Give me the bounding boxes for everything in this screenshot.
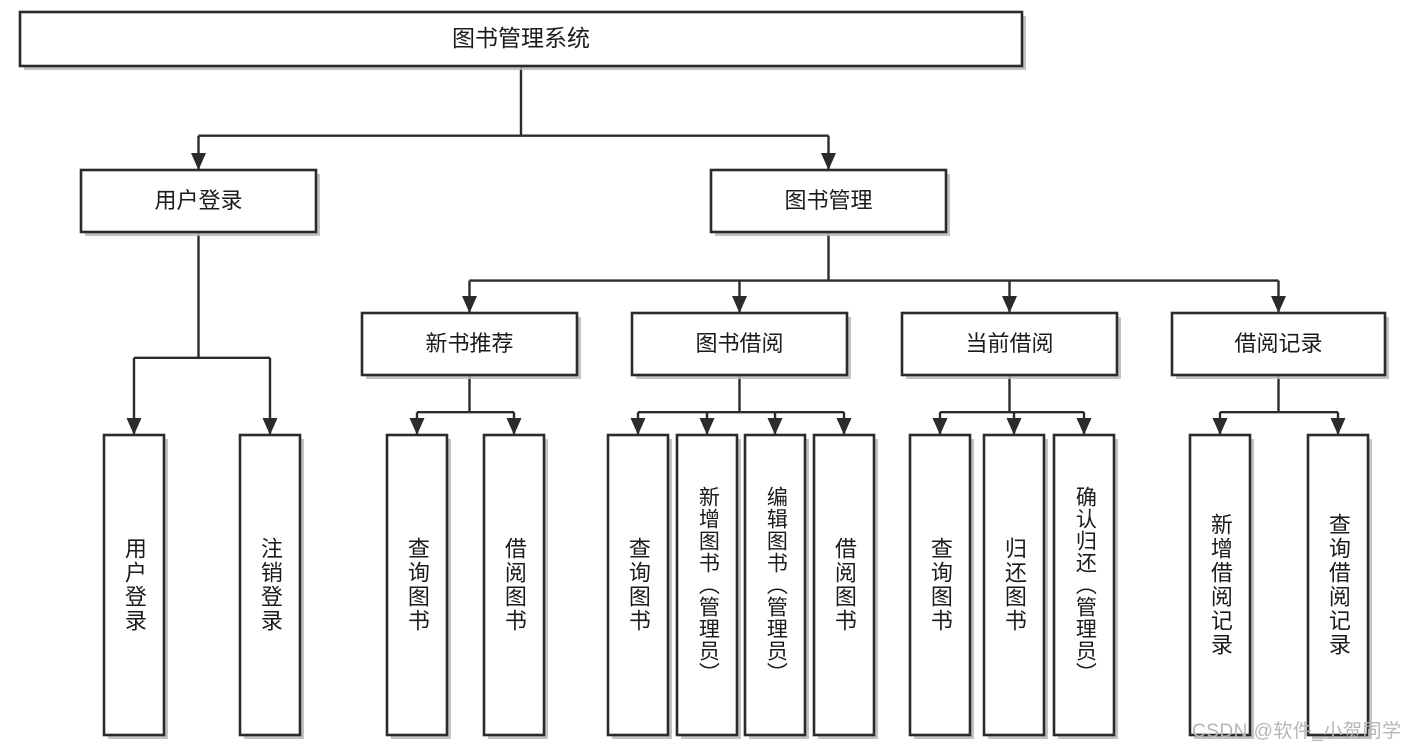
edge-group-borrow-record — [1212, 375, 1346, 435]
node-box-leaf-confirm-return[interactable] — [1052, 433, 1116, 737]
connector-arrow-icon — [630, 418, 646, 435]
connector-arrow-icon — [1212, 418, 1228, 435]
edge-group-current-borrow — [932, 375, 1092, 435]
node-box-user-login[interactable] — [79, 168, 318, 234]
connector-arrow-icon — [462, 296, 477, 313]
connector-arrow-icon — [1002, 296, 1017, 313]
connector-arrow-icon — [767, 418, 783, 435]
connector-arrow-icon — [409, 418, 425, 435]
node-box-leaf-add-record[interactable] — [1188, 433, 1252, 737]
connector-arrow-icon — [191, 153, 206, 170]
connector-arrow-icon — [732, 296, 747, 313]
node-box-borrow-record[interactable] — [1170, 311, 1387, 377]
edge-group-book-borrow — [630, 375, 852, 435]
node-label-user-login: 用户登录 — [154, 188, 242, 213]
connectors-layer — [126, 66, 1346, 435]
node-box-leaf-edit-book[interactable] — [743, 433, 807, 737]
edge-group-new-book-rec — [409, 375, 522, 435]
connector-arrow-icon — [1271, 296, 1286, 313]
connector-arrow-icon — [506, 418, 522, 435]
node-box-root[interactable] — [18, 10, 1024, 68]
connector-arrow-icon — [126, 418, 142, 435]
node-box-current-borrow[interactable] — [900, 311, 1119, 377]
node-box-leaf-query-book-2[interactable] — [606, 433, 670, 737]
node-label-current-borrow: 当前借阅 — [965, 331, 1053, 356]
connector-arrow-icon — [1076, 418, 1092, 435]
node-box-leaf-add-book[interactable] — [675, 433, 739, 737]
node-label-new-book-rec: 新书推荐 — [425, 331, 513, 356]
node-box-new-book-rec[interactable] — [360, 311, 579, 377]
node-box-leaf-query-record[interactable] — [1306, 433, 1370, 737]
edge-group-root — [191, 66, 836, 170]
connector-arrow-icon — [836, 418, 852, 435]
node-box-leaf-query-book-3[interactable] — [908, 433, 972, 737]
node-label-book-borrow: 图书借阅 — [695, 331, 783, 356]
edge-group-user-login — [126, 232, 278, 435]
connector-arrow-icon — [262, 418, 278, 435]
node-label-book-manage: 图书管理 — [784, 188, 872, 213]
connector-arrow-icon — [932, 418, 948, 435]
connector-arrow-icon — [821, 153, 836, 170]
node-box-book-borrow[interactable] — [630, 311, 849, 377]
connector-arrow-icon — [1006, 418, 1022, 435]
node-box-leaf-return-book[interactable] — [982, 433, 1046, 737]
csdn-watermark: CSDN @软件_小贺同学 — [1192, 721, 1402, 742]
node-label-root: 图书管理系统 — [452, 25, 590, 51]
connector-arrow-icon — [1330, 418, 1346, 435]
node-box-book-manage[interactable] — [709, 168, 948, 234]
node-box-leaf-borrow-book-2[interactable] — [812, 433, 876, 737]
edge-group-book-manage — [462, 232, 1286, 313]
boxes-layer — [18, 10, 1389, 739]
node-label-borrow-record: 借阅记录 — [1234, 331, 1322, 356]
node-box-leaf-user-login[interactable] — [102, 433, 166, 737]
node-box-leaf-query-book-1[interactable] — [385, 433, 449, 737]
node-box-leaf-borrow-book-1[interactable] — [482, 433, 546, 737]
connector-arrow-icon — [699, 418, 715, 435]
node-box-leaf-logout[interactable] — [238, 433, 302, 737]
